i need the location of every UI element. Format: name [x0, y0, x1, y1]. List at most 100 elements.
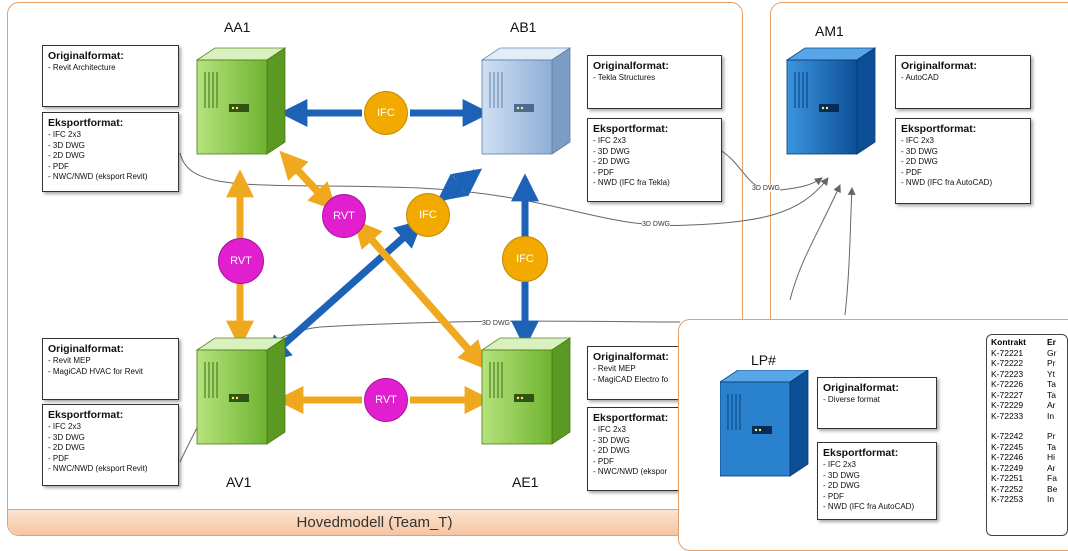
rvt-node-diag-label: RVT: [333, 210, 355, 222]
box-title: Originalformat:: [593, 60, 669, 72]
box-line: - 3D DWG: [48, 432, 85, 442]
ae1-original-format-box: Originalformat: - Revit MEP - MagiCAD El…: [587, 346, 687, 400]
box-title: Eksportformat:: [48, 117, 124, 129]
ifc-node-top-label: IFC: [377, 107, 395, 119]
box-title: Eksportformat:: [901, 123, 977, 135]
box-line: - 2D DWG: [593, 157, 630, 166]
ifc-node-mid-label: IFC: [419, 209, 437, 221]
dwg-label-2: 3D DWG: [642, 221, 670, 228]
server-lp[interactable]: [720, 370, 812, 480]
server-ae1[interactable]: [480, 337, 572, 445]
contract-id: K-72227: [991, 389, 1024, 400]
av1-original-format-box: Originalformat: - Revit MEP - MagiCAD HV…: [42, 338, 179, 400]
box-line: - IFC 2x3: [48, 130, 81, 139]
box-line: - IFC 2x3: [901, 136, 934, 145]
ifc-node-right[interactable]: IFC: [502, 236, 548, 282]
am1-export-format-box: Eksportformat: - IFC 2x3 - 3D DWG - 2D D…: [895, 118, 1031, 204]
box-title: Originalformat:: [48, 343, 124, 355]
contract-desc: Yt: [1047, 368, 1056, 379]
server-av1[interactable]: [195, 337, 287, 445]
contract-desc: Pr: [1047, 431, 1056, 441]
av1-export-format-box: Eksportformat: - IFC 2x3 - 3D DWG - 2D D…: [42, 404, 179, 486]
contract-id: K-72246: [991, 452, 1024, 462]
box-line: - Revit Architecture: [48, 63, 116, 72]
contract-id: K-72229: [991, 400, 1024, 410]
box-title: Eksportformat:: [48, 409, 124, 421]
box-title: Eksportformat:: [823, 447, 899, 459]
table-spacer: [991, 421, 1063, 431]
server-label-am1: AM1: [815, 23, 844, 39]
ifc-node-mid[interactable]: IFC: [406, 193, 450, 237]
aa1-export-format-box: Eksportformat: - IFC 2x3 - 3D DWG - 2D D…: [42, 112, 179, 192]
box-line: - PDF: [593, 456, 614, 466]
server-ab1[interactable]: [480, 47, 572, 155]
rvt-node-bottom[interactable]: RVT: [364, 378, 408, 422]
lp-original-format-box: Originalformat: - Diverse format: [817, 377, 937, 429]
header-kontrakt: Kontrakt: [991, 337, 1026, 347]
box-line: - MagiCAD Electro fo: [593, 374, 669, 384]
box-line: - 3D DWG: [48, 140, 85, 150]
box-line: - 2D DWG: [901, 157, 938, 166]
box-line: - NWC/NWD (eksport Revit): [48, 172, 148, 181]
contract-desc: Gr: [1047, 347, 1057, 358]
contract-desc: Ta: [1047, 389, 1056, 400]
table-row: K-72246 Hi: [991, 452, 1063, 463]
contract-desc: Pr: [1047, 358, 1056, 368]
box-line: - NWC/NWD (ekspor: [593, 467, 668, 476]
dwg-link-aa1-am1: [179, 152, 829, 226]
box-line: - 3D DWG: [593, 435, 630, 445]
contract-desc: In: [1047, 410, 1055, 421]
box-line: - IFC 2x3: [593, 425, 626, 434]
box-line: - IFC 2x3: [823, 460, 856, 469]
rvt-node-diag[interactable]: RVT: [322, 194, 366, 238]
arrow-ae1-rvt-diag: [353, 219, 477, 359]
table-row: K-72249 Ar: [991, 463, 1063, 474]
box-title: Eksportformat:: [593, 412, 669, 424]
box-line: - Tekla Structures: [593, 73, 656, 82]
server-label-av1: AV1: [226, 474, 252, 490]
rvt-node-left[interactable]: RVT: [218, 238, 264, 284]
contract-id: K-72252: [991, 483, 1024, 494]
box-line: - NWC/NWD (eksport Revit): [48, 464, 148, 473]
contract-id: K-72251: [991, 473, 1024, 483]
box-line: - Diverse format: [823, 395, 880, 404]
server-label-ae1: AE1: [512, 474, 539, 490]
contract-desc: Hi: [1047, 452, 1056, 462]
box-line: - 3D DWG: [593, 146, 630, 156]
dwg-label-3: 3D DWG: [482, 320, 510, 327]
box-line: - 3D DWG: [901, 146, 938, 156]
lp-export-format-box: Eksportformat: - IFC 2x3 - 3D DWG - 2D D…: [817, 442, 937, 520]
box-line: - NWD (IFC fra AutoCAD): [823, 502, 915, 511]
contract-id: K-72253: [991, 494, 1024, 504]
contract-id: K-72249: [991, 462, 1024, 473]
box-line: - PDF: [901, 167, 922, 177]
ifc-node-top[interactable]: IFC: [364, 91, 408, 135]
box-line: - NWD (IFC fra Tekla): [593, 178, 670, 187]
box-line: - 2D DWG: [823, 481, 860, 490]
table-row: K-72229 Ar: [991, 400, 1063, 411]
contract-desc: Ar: [1047, 462, 1056, 473]
server-aa1[interactable]: [195, 47, 287, 155]
box-line: - Revit MEP: [48, 356, 91, 365]
box-title: Originalformat:: [593, 351, 669, 363]
box-title: Originalformat:: [823, 382, 899, 394]
box-title: Eksportformat:: [593, 123, 669, 135]
contract-id: K-72223: [991, 368, 1024, 379]
header-er: Er: [1047, 337, 1056, 347]
hovedmodell-title: Hovedmodell (Team_T): [296, 514, 453, 531]
server-am1[interactable]: [785, 47, 877, 155]
am1-original-format-box: Originalformat: - AutoCAD: [895, 55, 1031, 109]
server-label-lp: LP#: [751, 352, 776, 368]
ab1-original-format-box: Originalformat: - Tekla Structures: [587, 55, 722, 109]
hovedmodell-footer: Hovedmodell (Team_T): [8, 509, 741, 535]
box-line: - PDF: [593, 167, 614, 177]
contract-desc: Ar: [1047, 400, 1056, 410]
